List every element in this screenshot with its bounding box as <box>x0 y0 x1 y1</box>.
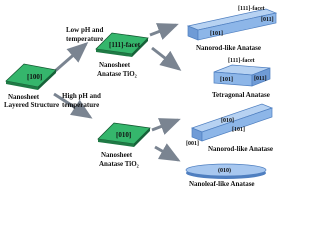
tet-facet-011: [011] <box>254 76 267 82</box>
rod2-facet-001: [001] <box>186 141 199 147</box>
start-facet-label: [100] <box>27 73 42 81</box>
start-title-line2: Layered Structure <box>4 101 59 109</box>
nanorod-crystal-top <box>186 8 278 41</box>
start-title-line1: Nanosheet <box>8 93 40 101</box>
mid-top-nanosheet <box>95 32 149 57</box>
tet-title: Tetragonal Anatase <box>212 91 270 99</box>
mid-top-title-line2: Anatase TiO₂ <box>97 70 137 78</box>
arrow-mid-bottom-to-rod2 <box>151 118 181 135</box>
mid-bottom-title-line1: Nanosheet <box>101 151 133 159</box>
branch-low-line1: Low pH and <box>66 26 103 34</box>
tet-facet-111: [111]-facet <box>228 58 255 64</box>
rod2-facet-101: [101] <box>232 127 245 133</box>
mid-bottom-title-line2: Anatase TiO₂ <box>99 160 139 168</box>
nanoleaf-crystal <box>185 163 267 179</box>
arrow-mid-bottom-to-leaf <box>154 143 181 162</box>
arrow-mid-top-to-tetragonal <box>151 46 182 71</box>
arrow-start-to-mid-top <box>53 42 89 74</box>
rod1-facet-111: [111]-facet <box>238 6 265 12</box>
branch-low-line2: temperature <box>66 35 103 43</box>
rod1-facet-101: [101] <box>210 31 223 37</box>
mid-top-title-line1: Nanosheet <box>99 61 131 69</box>
mid-bottom-facet-label: [010] <box>116 131 131 139</box>
leaf-title: Nanoleaf-like Anatase <box>189 180 255 188</box>
rod1-facet-011: [011] <box>261 17 274 23</box>
branch-high-line2: temperature <box>62 101 99 109</box>
branch-high-line1: High pH and <box>62 92 101 100</box>
arrow-start-to-mid-bottom <box>53 92 93 119</box>
diagram-svg: [100] Nanosheet Layered Structure Low pH… <box>4 6 278 188</box>
leaf-facet-010: (010) <box>218 167 231 174</box>
mid-top-facet-label: [111]-facet <box>109 41 141 49</box>
tet-facet-101: [101] <box>220 77 233 83</box>
rod2-facet-010: [010] <box>221 118 234 124</box>
diagram-canvas: [100] Nanosheet Layered Structure Low pH… <box>4 6 278 188</box>
rod2-title: Nanorod-like Anatase <box>208 145 273 153</box>
nanorod-crystal-bottom <box>190 103 274 142</box>
rod1-title: Nanorod-like Anatase <box>196 44 261 52</box>
start-nanosheet <box>5 63 57 90</box>
arrow-mid-top-to-rod1 <box>149 23 179 40</box>
mid-bottom-nanosheet <box>97 122 151 147</box>
tetragonal-crystal <box>213 64 271 87</box>
